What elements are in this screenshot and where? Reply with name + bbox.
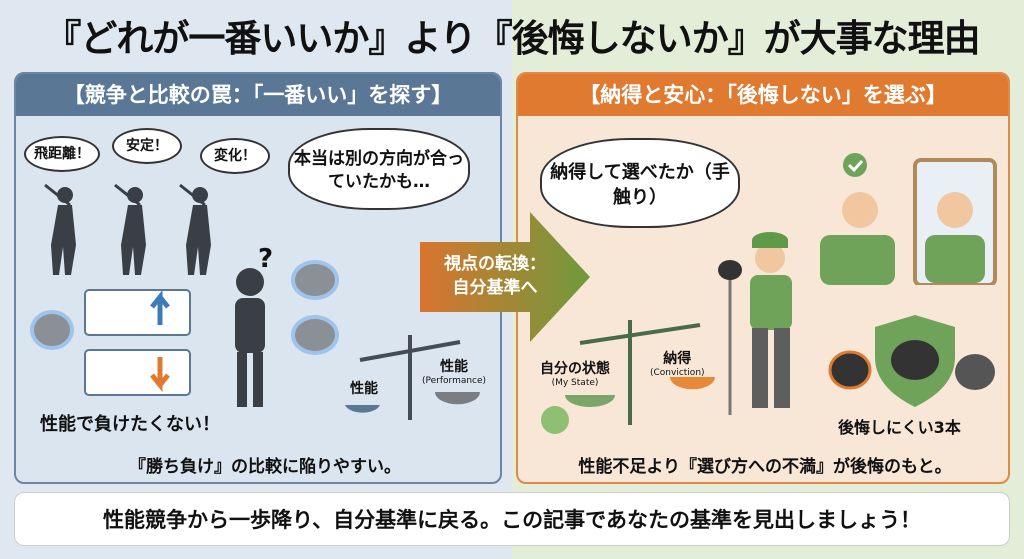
right-scale-label-right: 納得(Conviction): [650, 348, 705, 378]
perspective-shift-label: 視点の転換：自分基準へ: [444, 254, 546, 298]
page-title: 『どれが一番いいか』より『後悔しないか』が大事な理由: [44, 17, 980, 60]
right-scale-label-right-en: (Conviction): [650, 368, 705, 378]
left-balance-scale-icon: [345, 335, 480, 420]
left-slogan: 性能で負けたくない！: [40, 414, 220, 435]
right-balance-scale-icon: [541, 320, 715, 434]
bottom-message: 性能競争から一歩降り、自分基準に戻る。この記事であなたの基準を見出しましょう！: [14, 492, 1010, 546]
shout-bubble-change: 変化！: [200, 138, 270, 174]
perspective-shift-arrow-icon: [420, 212, 590, 342]
right-thought-bubble: 納得して選べたか（手触り）: [540, 138, 740, 228]
right-panel-header: 【納得と安心：「後悔しない」を選ぶ】: [518, 74, 1008, 116]
left-scale-label-right-en: (Performance): [422, 376, 487, 386]
golfer-with-club-icon: [718, 232, 792, 415]
clubs-label: 後悔しにくい3本: [838, 418, 961, 437]
left-panel-header: 【競争と比較の罠：「一番いい」を探す】: [16, 74, 500, 116]
left-scale-label-right: 性能(Performance): [422, 356, 486, 386]
mirror-reflection-icon: [820, 153, 997, 285]
golfer-silhouettes-icon: [44, 183, 211, 275]
left-scale-label-left: 性能: [350, 381, 378, 397]
question-mark: ?: [258, 244, 274, 274]
three-drivers-shield-icon: [828, 315, 995, 407]
left-thought-bubble: 本当は別の方向が合っていたかも…: [288, 128, 470, 210]
right-scale-label-left-jp: 自分の状態: [540, 361, 610, 377]
thinking-person-icon: [235, 268, 265, 407]
driver-heads-icon: [291, 260, 339, 355]
left-scale-label-right-jp: 性能: [440, 359, 469, 375]
shout-bubble-distance: 飛距離！: [24, 136, 100, 172]
right-scale-label-left: 自分の状態(My State): [540, 358, 610, 388]
right-caption: 性能不足より『選び方への不満』が後悔のもと。: [578, 457, 952, 477]
left-caption: 『勝ち負け』の比較に陥りやすい。: [129, 457, 401, 477]
right-scale-label-left-en: (My State): [551, 378, 599, 388]
shout-bubble-stability: 安定！: [112, 128, 182, 164]
comparison-charts-icon: [30, 289, 191, 396]
right-scale-label-right-jp: 納得: [663, 351, 692, 367]
